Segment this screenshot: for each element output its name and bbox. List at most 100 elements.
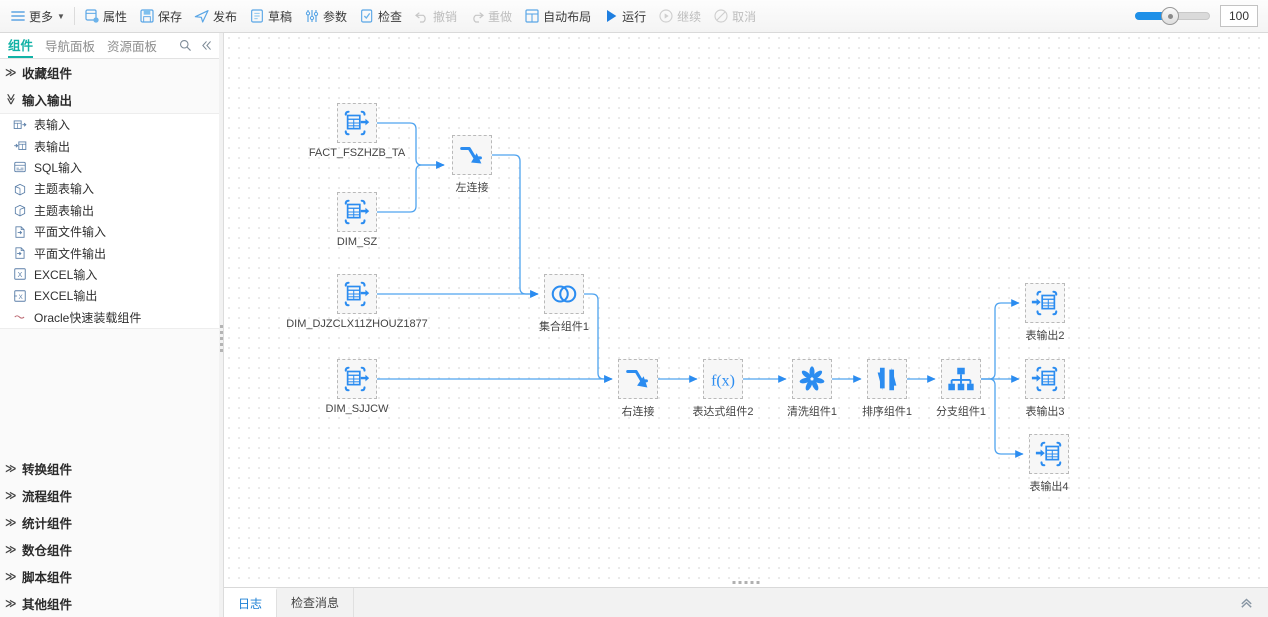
workflow-canvas[interactable]: FACT_FSZHZB_TA DIM_SZ 左连接 DIM_DJZCLX11ZHOUZ… — [224, 33, 1268, 586]
subject-table-input-icon — [12, 181, 27, 196]
component-item-table-input[interactable]: 表输入 — [0, 114, 219, 135]
toolbar-button-hamburger[interactable]: 更多▼ — [4, 4, 71, 29]
toolbar-button-save[interactable]: 保存 — [133, 4, 188, 29]
component-item-subject-table-output[interactable]: 主题表输出 — [0, 200, 219, 221]
tab-components[interactable]: 组件 — [8, 33, 34, 58]
toolbar-button-draft[interactable]: 草稿 — [243, 4, 298, 29]
tab-navigation-panel[interactable]: 导航面板 — [45, 40, 96, 54]
toolbar-button-label: 继续 — [677, 9, 702, 24]
component-item-table-output[interactable]: 表输出 — [0, 135, 219, 156]
node-icon-box[interactable] — [941, 359, 981, 399]
sidebar-splitter[interactable] — [219, 33, 224, 617]
sidebar-category-6[interactable]: ≫脚本组件 — [0, 563, 219, 590]
toolbar-button-label: 重做 — [488, 9, 513, 24]
node-icon-box[interactable] — [1025, 359, 1065, 399]
table-input-icon — [342, 108, 372, 138]
toolbar-button-run[interactable]: 运行 — [597, 4, 652, 29]
canvas-node[interactable]: DIM_SJJCW — [326, 359, 388, 415]
sidebar-category-3[interactable]: ≫流程组件 — [0, 482, 219, 509]
canvas-node[interactable]: 集合组件1 — [539, 274, 589, 333]
chevron-right-icon: ≫ — [5, 598, 17, 610]
canvas-node[interactable]: 清洗组件1 — [787, 359, 837, 418]
set-union-icon — [549, 279, 579, 309]
node-icon-box[interactable] — [337, 192, 377, 232]
branch-icon — [946, 364, 976, 394]
toolbar-button-auto-layout[interactable]: 自动布局 — [518, 4, 597, 29]
chevron-double-up-icon[interactable] — [1239, 588, 1268, 617]
sidebar-category-7[interactable]: ≫其他组件 — [0, 590, 219, 617]
node-icon-box[interactable]: f(x) — [703, 359, 743, 399]
sort-icon — [872, 364, 902, 394]
node-icon-box[interactable] — [1025, 283, 1065, 323]
node-icon-box[interactable] — [544, 274, 584, 314]
node-icon-box[interactable] — [1029, 434, 1069, 474]
toolbar-button-parameters[interactable]: 参数 — [298, 4, 353, 29]
canvas-node[interactable]: 表输出3 — [1025, 359, 1065, 418]
canvas-node[interactable]: DIM_DJZCLX11ZHOUZ1877 — [286, 274, 428, 330]
node-icon-box[interactable] — [867, 359, 907, 399]
node-icon-box[interactable] — [337, 359, 377, 399]
node-label: 右连接 — [621, 406, 655, 418]
canvas-node[interactable]: 右连接 — [618, 359, 658, 418]
node-icon-box[interactable] — [337, 274, 377, 314]
component-item-oracle-loader[interactable]: Oracle快速装载组件 — [0, 307, 219, 328]
sidebar-category-4[interactable]: ≫统计组件 — [0, 509, 219, 536]
tab-check-messages[interactable]: 检查消息 — [277, 588, 355, 617]
chevron-down-icon: ≫ — [4, 93, 17, 106]
toolbar-button-label: 取消 — [732, 9, 757, 24]
expression-icon: f(x) — [707, 364, 739, 394]
zoom-slider-knob[interactable] — [1161, 7, 1179, 25]
toolbar-button-label: 属性 — [102, 9, 127, 24]
sidebar-category-label: 统计组件 — [22, 517, 73, 531]
undo-icon — [414, 8, 430, 24]
connector-layer — [377, 122, 1024, 458]
canvas-node[interactable]: f(x) 表达式组件2 — [692, 359, 754, 418]
node-icon-box[interactable] — [452, 135, 492, 175]
continue-icon — [658, 8, 674, 24]
canvas-node[interactable]: FACT_FSZHZB_TA — [309, 103, 405, 159]
canvas-node[interactable]: 表输出2 — [1025, 283, 1065, 342]
zoom-slider[interactable] — [1135, 7, 1210, 25]
toolbar-button-label: 检查 — [378, 9, 403, 24]
sidebar-category-label: 脚本组件 — [22, 571, 73, 585]
node-label: 左连接 — [455, 182, 489, 194]
canvas-node[interactable]: DIM_SZ — [337, 192, 377, 248]
sidebar-category-io[interactable]: ≫ 输入输出 — [0, 86, 219, 113]
node-icon-box[interactable] — [792, 359, 832, 399]
splitter-grip — [220, 325, 223, 357]
node-icon-box[interactable] — [618, 359, 658, 399]
zoom-value-input[interactable]: 100 — [1220, 5, 1258, 27]
component-item-flat-file-output[interactable]: 平面文件输出 — [0, 242, 219, 263]
toolbar-button-properties[interactable]: 属性 — [78, 4, 133, 29]
toolbar-button-publish[interactable]: 发布 — [188, 4, 243, 29]
canvas-node[interactable]: 排序组件1 — [862, 359, 912, 418]
canvas-node[interactable]: 左连接 — [452, 135, 492, 194]
main-toolbar: 更多▼属性保存发布草稿参数检查撤销重做自动布局运行继续取消 100 — [0, 0, 1268, 33]
component-item-label: 表输出 — [34, 139, 71, 154]
component-item-sql-input[interactable]: SQL输入 — [0, 157, 219, 178]
component-item-label: EXCEL输入 — [34, 267, 98, 282]
node-label: 表达式组件2 — [692, 406, 754, 418]
canvas-node[interactable]: 分支组件1 — [936, 359, 986, 418]
search-icon[interactable] — [179, 39, 192, 52]
node-icon-box[interactable] — [337, 103, 377, 143]
canvas-log-splitter[interactable] — [224, 579, 1268, 587]
component-item-flat-file-input[interactable]: 平面文件输入 — [0, 221, 219, 242]
collapse-panel-icon[interactable] — [200, 39, 213, 52]
sql-input-icon — [12, 160, 27, 175]
toolbar-button-check[interactable]: 检查 — [353, 4, 408, 29]
right-join-icon — [623, 364, 653, 394]
toolbar-button-label: 发布 — [212, 9, 237, 24]
sidebar-category-5[interactable]: ≫数仓组件 — [0, 536, 219, 563]
tab-resource-panel[interactable]: 资源面板 — [107, 40, 158, 54]
component-item-subject-table-input[interactable]: 主题表输入 — [0, 178, 219, 199]
sidebar-category-2[interactable]: ≫转换组件 — [0, 455, 219, 482]
chevron-right-icon: ≫ — [5, 544, 17, 556]
sidebar-category-label: 收藏组件 — [22, 67, 73, 81]
tab-log[interactable]: 日志 — [224, 588, 278, 617]
sidebar-category-favorites[interactable]: ≫ 收藏组件 — [0, 59, 219, 86]
canvas-node[interactable]: 表输出4 — [1029, 434, 1069, 493]
cleanse-icon — [797, 364, 827, 394]
